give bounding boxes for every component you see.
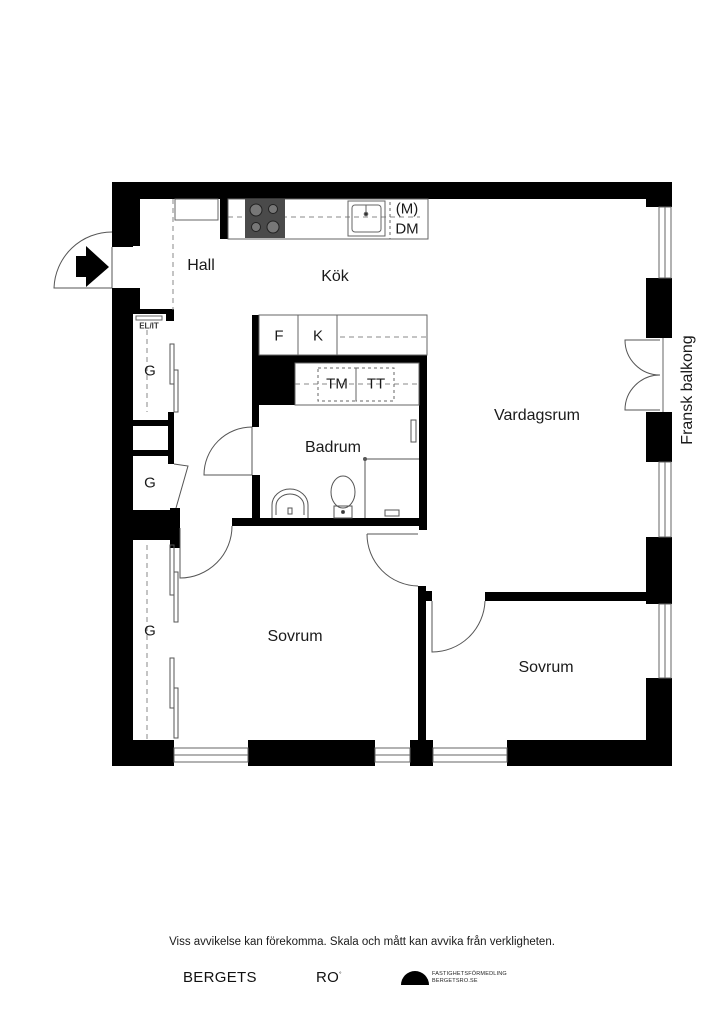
dishwasher-label: DM <box>395 220 419 238</box>
disclaimer-text: Viss avvikelse kan förekomma. Skala och … <box>169 936 555 948</box>
room-label-balcony: Fransk balkong <box>679 335 696 445</box>
fridge-label: F <box>274 327 284 345</box>
entrance-arrow-icon <box>76 246 109 287</box>
logo-agency: FASTIGHETSFÖRMEDLING BERGETSRO.SE <box>432 971 507 984</box>
logo-ro-mark: ° <box>339 972 342 978</box>
windows <box>173 206 672 763</box>
stove-icon <box>245 199 285 238</box>
washing-machine-label: TM <box>326 375 348 393</box>
room-label-bedroom-left: Sovrum <box>267 628 323 645</box>
wardrobe-label-bottom: G <box>144 622 156 640</box>
sink-icon <box>347 200 386 237</box>
logo-agency-line2: BERGETSRO.SE <box>432 977 478 984</box>
dashed-lines <box>146 199 427 740</box>
electrical-cabinet-label: EL/IT <box>139 321 159 331</box>
room-label-hall: Hall <box>187 257 215 274</box>
tumble-dryer-label: TT <box>366 375 386 393</box>
door-swings <box>53 231 661 739</box>
logo-bergets: BERGETS <box>183 969 257 986</box>
walls <box>112 182 672 766</box>
room-label-bedroom-right: Sovrum <box>518 659 574 676</box>
wardrobe-label-top: G <box>144 362 156 380</box>
logo-dome-icon <box>401 971 429 985</box>
room-label-kitchen: Kök <box>321 268 349 285</box>
room-label-bathroom: Badrum <box>304 439 362 456</box>
room-label-living-room: Vardagsrum <box>494 407 580 424</box>
shower-icon <box>363 419 419 518</box>
kitchen-counters <box>135 198 429 406</box>
toilet-icon <box>330 475 356 519</box>
logo-ro-text: RO <box>316 969 340 986</box>
wardrobe-label-mid: G <box>144 474 156 492</box>
washbasin-icon <box>271 488 309 518</box>
microwave-label: (M) <box>395 200 419 218</box>
logo-agency-line1: FASTIGHETSFÖRMEDLING <box>432 971 507 977</box>
logo-ro: RO° <box>316 969 342 986</box>
freezer-label: K <box>312 327 324 345</box>
